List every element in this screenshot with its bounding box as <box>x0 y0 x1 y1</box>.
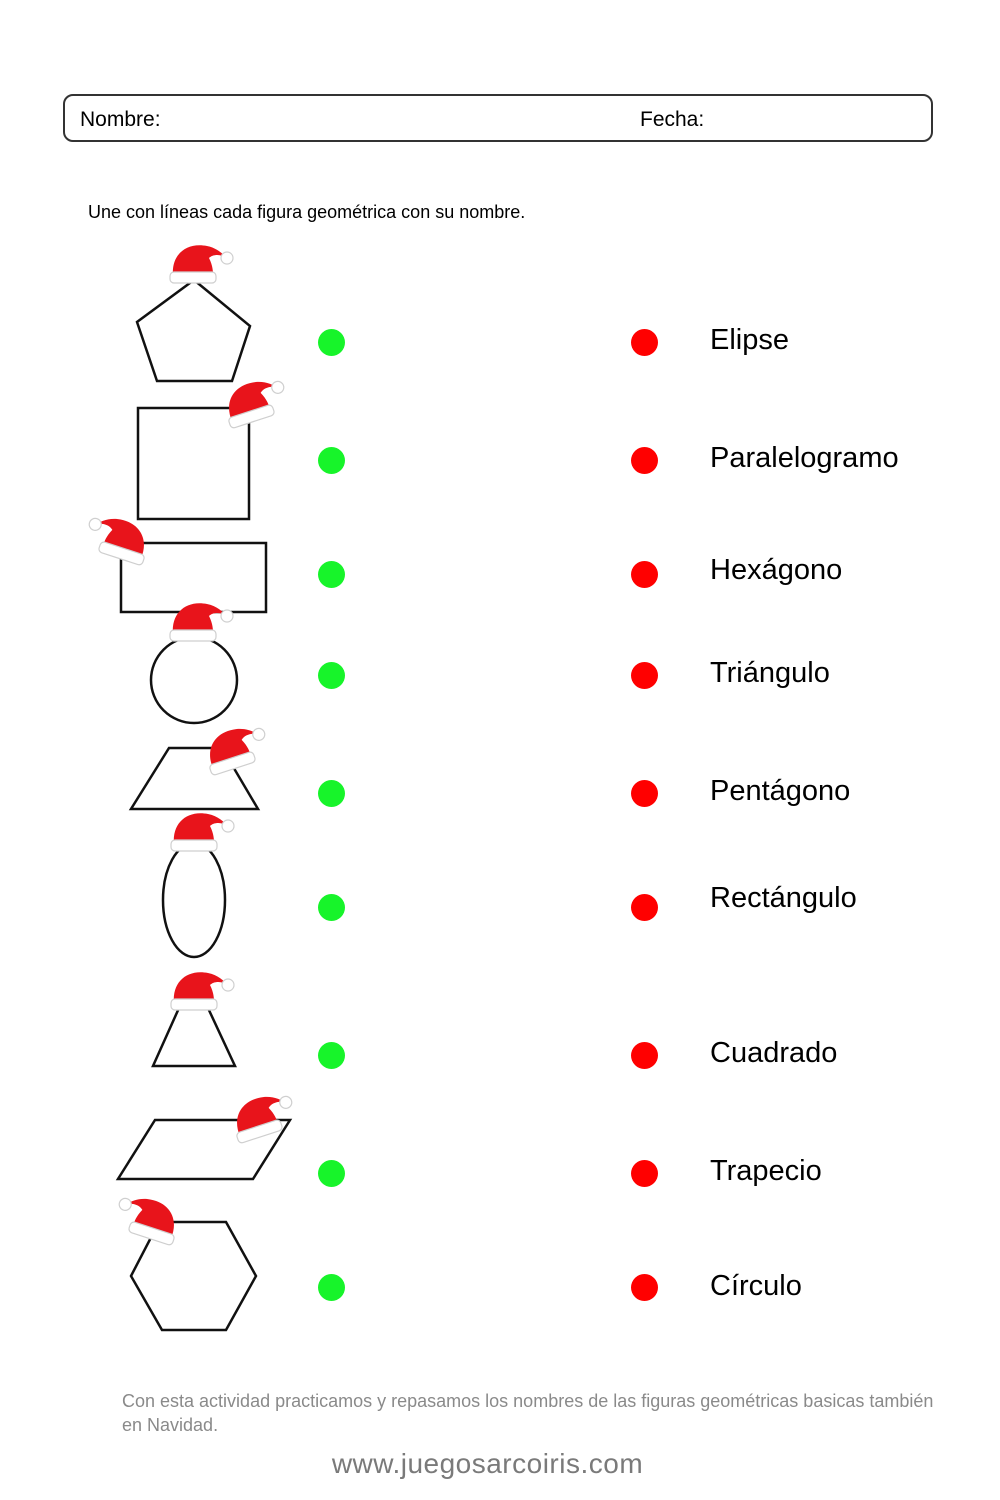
green-dot[interactable] <box>318 329 345 356</box>
green-dot[interactable] <box>318 662 345 689</box>
green-dot[interactable] <box>318 1274 345 1301</box>
red-dot[interactable] <box>631 1274 658 1301</box>
instruction-text: Une con líneas cada figura geométrica co… <box>88 202 526 222</box>
shape-name-label: Triángulo <box>710 657 830 689</box>
rectangle-shape <box>119 541 268 614</box>
circle-shape <box>149 635 239 725</box>
green-dot[interactable] <box>318 894 345 921</box>
red-dot[interactable] <box>631 561 658 588</box>
green-dot[interactable] <box>318 561 345 588</box>
name-label: Nombre: <box>80 108 161 131</box>
shape-name-label: Paralelogramo <box>710 442 899 474</box>
shape-name-label: Círculo <box>710 1270 802 1302</box>
ellipse-shape <box>161 841 227 959</box>
red-dot[interactable] <box>631 780 658 807</box>
red-dot[interactable] <box>631 1160 658 1187</box>
red-dot[interactable] <box>631 329 658 356</box>
red-dot[interactable] <box>631 894 658 921</box>
red-dot[interactable] <box>631 1042 658 1069</box>
website-link[interactable]: www.juegosarcoiris.com <box>331 1448 644 1479</box>
trapezoid-shape <box>128 746 261 811</box>
hexagon-shape <box>129 1220 258 1332</box>
santa-hat-icon <box>169 244 234 284</box>
green-dot[interactable] <box>318 447 345 474</box>
green-dot[interactable] <box>318 780 345 807</box>
square-shape <box>136 406 251 521</box>
red-dot[interactable] <box>631 662 658 689</box>
shape-name-label: Trapecio <box>710 1155 822 1187</box>
green-dot[interactable] <box>318 1160 345 1187</box>
header-box: Nombre: Fecha: <box>63 94 933 142</box>
santa-hat-icon <box>227 1087 300 1145</box>
santa-hat-icon <box>170 971 235 1011</box>
date-label: Fecha: <box>640 108 705 131</box>
santa-hat-icon <box>170 812 235 852</box>
triangle-shape <box>151 1006 237 1068</box>
footer-note: Con esta actividad practicamos y repasam… <box>122 1391 934 1435</box>
shape-name-label: Elipse <box>710 324 789 356</box>
shape-name-label: Cuadrado <box>710 1037 838 1069</box>
pentagon-shape <box>135 278 252 383</box>
santa-hat-icon <box>111 1189 184 1247</box>
red-dot[interactable] <box>631 447 658 474</box>
shape-name-label: Rectángulo <box>710 882 857 914</box>
shape-name-label: Hexágono <box>710 554 843 586</box>
santa-hat-icon <box>200 719 273 777</box>
green-dot[interactable] <box>318 1042 345 1069</box>
santa-hat-icon <box>169 602 234 642</box>
shape-name-label: Pentágono <box>710 775 851 807</box>
